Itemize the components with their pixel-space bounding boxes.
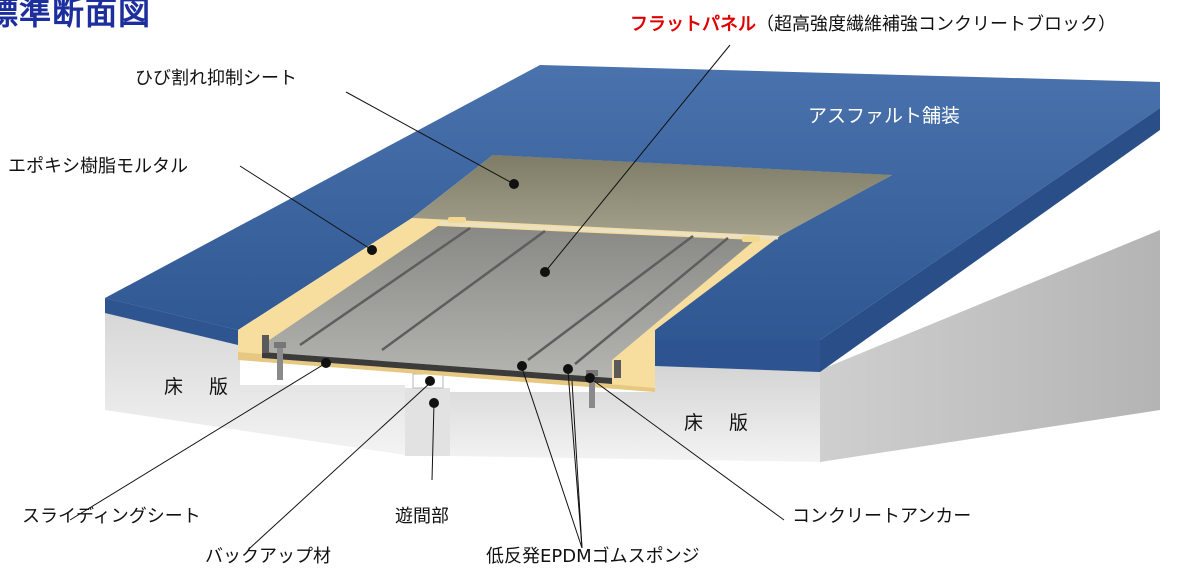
slab-left-block bbox=[105, 298, 405, 455]
backup-label: バックアップ材 bbox=[205, 546, 331, 567]
flat-panel-name: フラットパネル bbox=[630, 14, 756, 35]
page-title: 標準断面図 bbox=[0, 0, 152, 32]
sponge-label: 低反発EPDMゴムスポンジ bbox=[486, 546, 700, 567]
flat-panel-desc: （超高強度繊維補強コンクリートブロック） bbox=[756, 14, 1116, 35]
slab-right-label: 床 版 bbox=[684, 412, 759, 434]
sliding-sheet-label: スライディングシート bbox=[22, 506, 201, 527]
epoxy-label: エポキシ樹脂モルタル bbox=[8, 156, 188, 177]
concrete-anchor-left bbox=[262, 335, 286, 380]
slab-left-label: 床 版 bbox=[164, 376, 239, 398]
gap-label: 遊間部 bbox=[395, 506, 449, 527]
gap-groove bbox=[405, 373, 450, 456]
leader-lines bbox=[69, 44, 785, 549]
crack-suppression-sheet bbox=[412, 155, 892, 236]
flat-panel-label: フラットパネル（超高強度繊維補強コンクリートブロック） bbox=[630, 16, 1116, 34]
slab-right-block bbox=[450, 230, 1160, 462]
anchor-label: コンクリートアンカー bbox=[792, 506, 972, 527]
concrete-anchor-right bbox=[586, 360, 621, 408]
asphalt-label: アスファルト舗装 bbox=[808, 105, 961, 127]
marker-dots bbox=[321, 179, 595, 408]
crack-sheet-label: ひび割れ抑制シート bbox=[135, 68, 297, 89]
